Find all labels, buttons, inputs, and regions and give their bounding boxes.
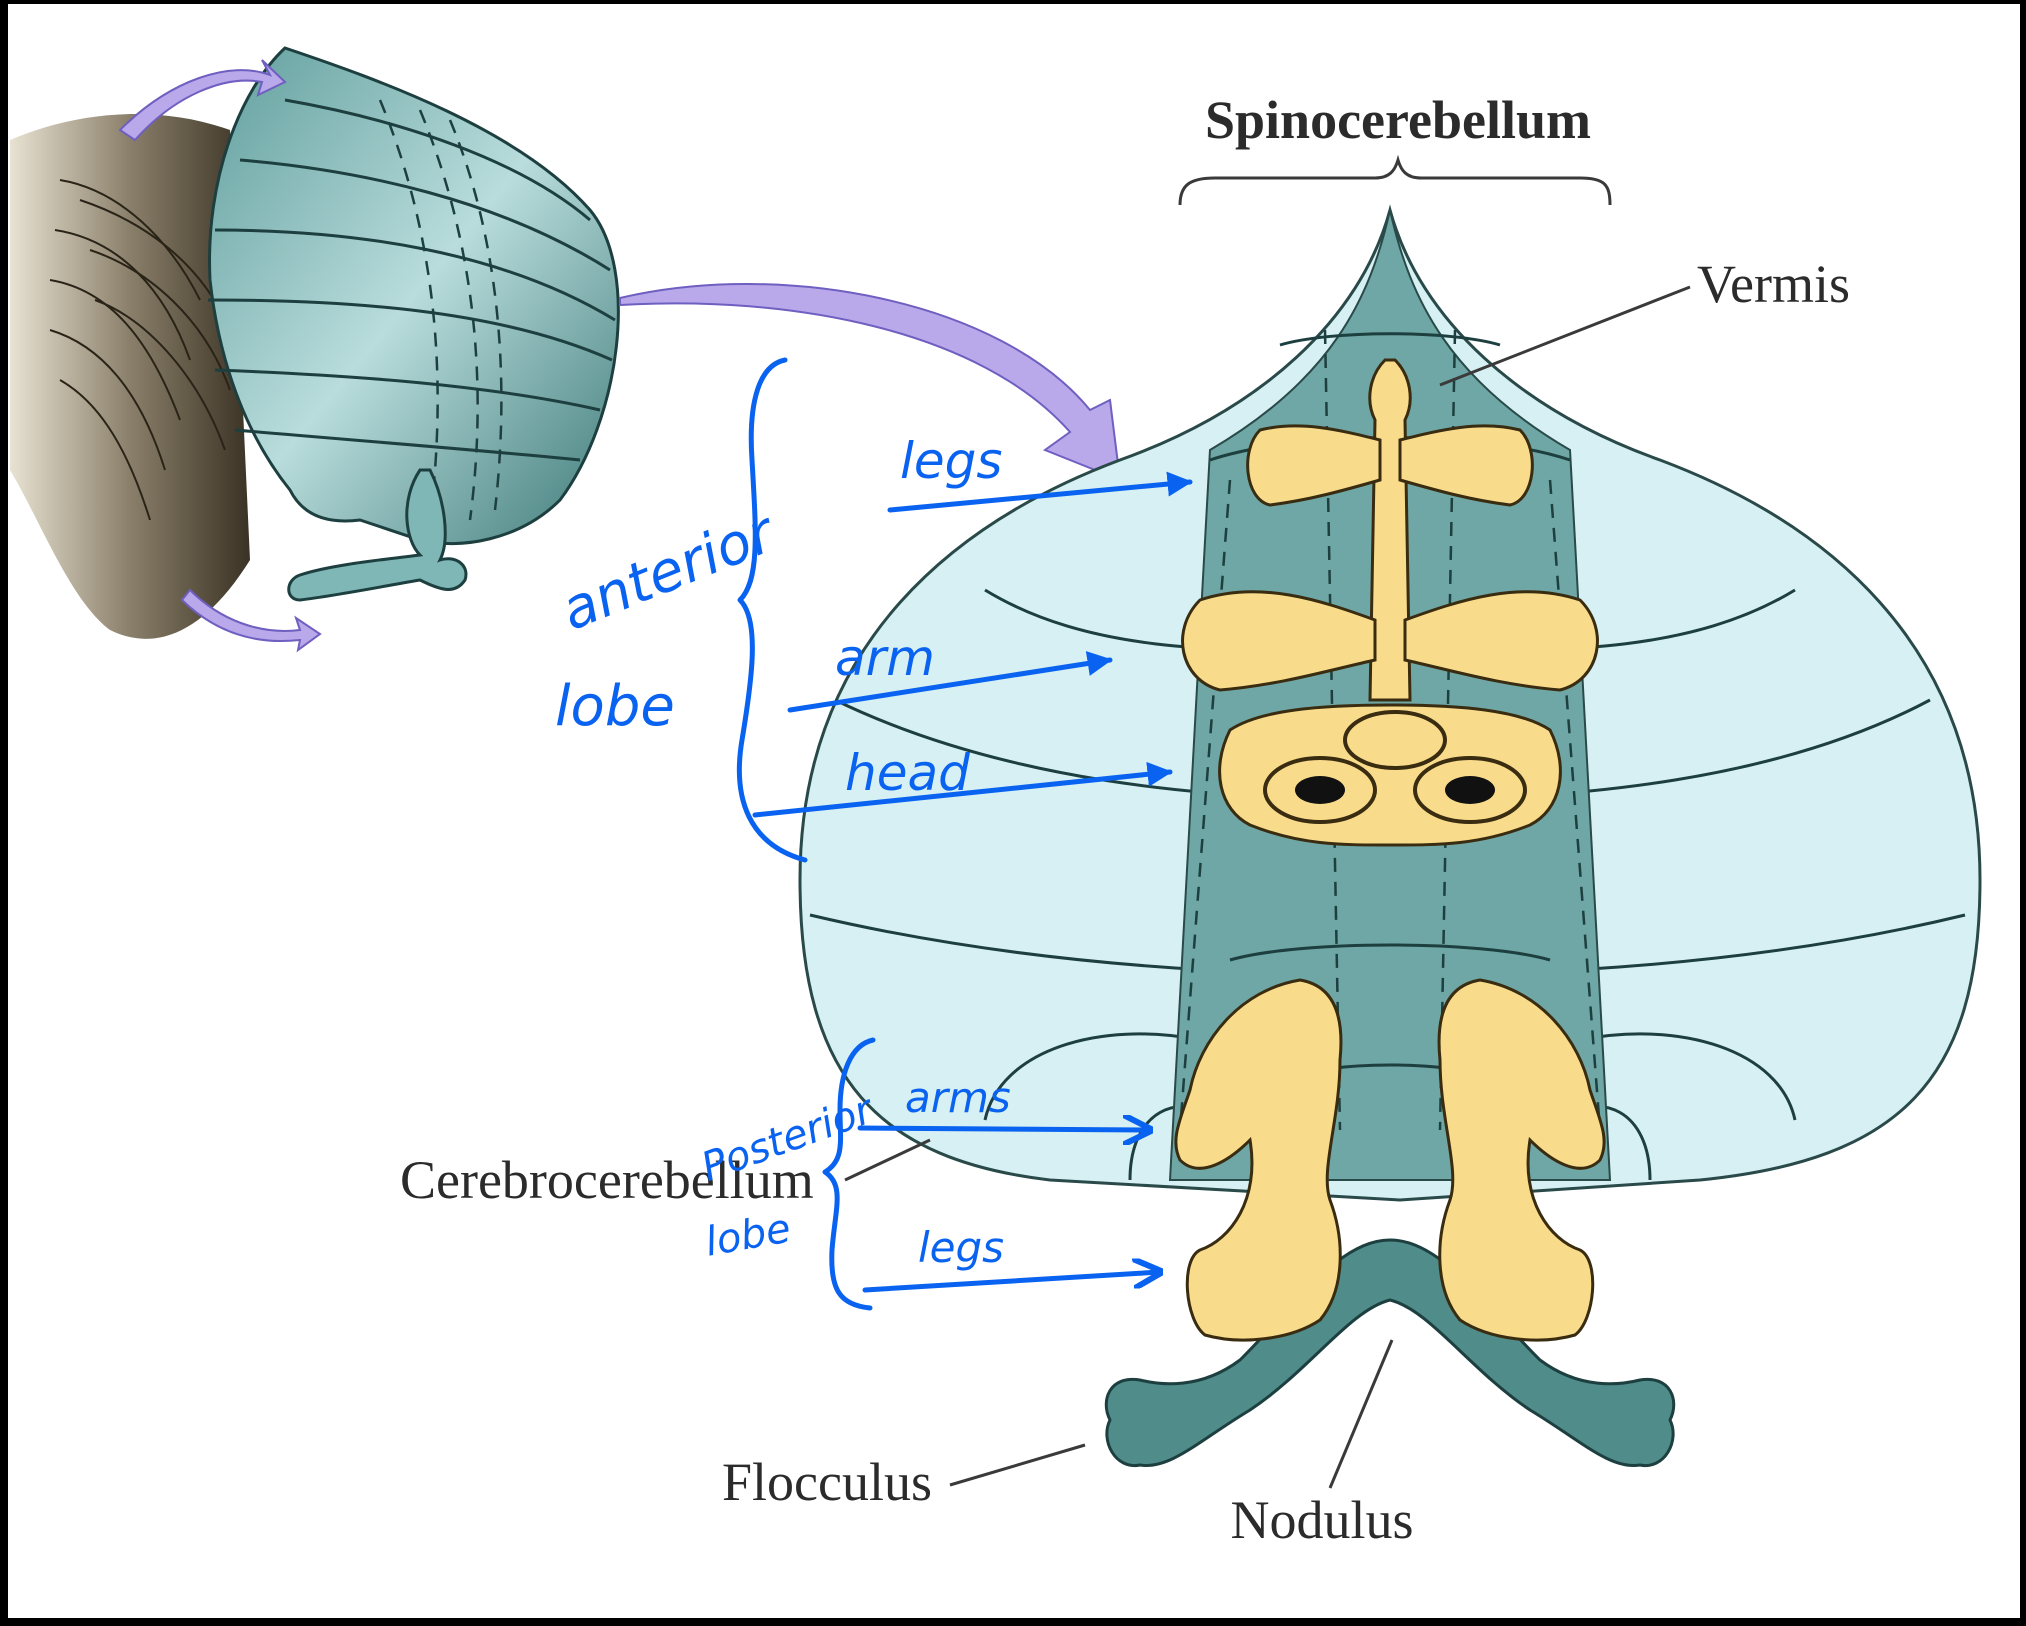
homunculus-upper-legs	[1246, 424, 1534, 507]
cerebellar-folia-stripes	[49, 179, 231, 521]
brainstem	[10, 113, 250, 639]
inset-arrow-bottom	[180, 588, 322, 653]
label-spinocerebellum: Spinocerebellum	[1205, 90, 1591, 150]
hand-arm: arm	[835, 629, 935, 687]
inset-arrow-top	[118, 59, 287, 142]
label-cerebrocerebellum: Cerebrocerebellum	[400, 1150, 814, 1210]
left-posterior-homunculus	[1174, 978, 1343, 1342]
arrow-legs-top	[887, 471, 1193, 513]
inset-flocculus	[287, 468, 468, 602]
arrow-legs-bottom	[862, 1272, 1160, 1293]
hand-arms-bottom: arms	[905, 1073, 1011, 1122]
label-nodulus: Nodulus	[1230, 1490, 1413, 1550]
nodulus-leader-line	[1328, 1339, 1394, 1489]
hand-legs-bottom: legs	[918, 1223, 1004, 1272]
homunculus-right-eye	[1445, 776, 1495, 804]
homunculus-left-eye	[1295, 776, 1345, 804]
homunculus-mouth	[1343, 710, 1447, 770]
flocculus-leader-line	[949, 1443, 1086, 1487]
posterior-lobe-brace	[822, 1037, 876, 1311]
vermis-leader-line	[1439, 285, 1691, 387]
inset-dashed-lines	[378, 99, 503, 521]
hand-head: head	[845, 744, 970, 802]
right-posterior-homunculus	[1437, 978, 1606, 1342]
homunculus-arms	[1181, 590, 1599, 692]
flattened-cerebellum	[798, 204, 1982, 1468]
hand-lobe-top: lobe	[555, 674, 675, 739]
arrow-arm	[787, 651, 1113, 713]
posterior-homunculi	[1174, 978, 1606, 1342]
label-flocculus: Flocculus	[722, 1452, 932, 1512]
arrow-head	[752, 761, 1173, 818]
label-vermis: Vermis	[1697, 254, 1850, 314]
spinocerebellum-brace	[1178, 154, 1612, 206]
cerebrocerebellum-leader-line	[844, 1138, 931, 1182]
flocculonodular-lobe	[1104, 1238, 1676, 1468]
homunculus-face-features	[1263, 710, 1527, 824]
inset-folia-lines	[207, 98, 616, 462]
inset-brain-illustration	[10, 46, 620, 653]
anterior-lobe-brace	[736, 357, 808, 863]
arrow-arms-bottom	[857, 1128, 1150, 1130]
hand-legs-top: legs	[900, 432, 1002, 490]
